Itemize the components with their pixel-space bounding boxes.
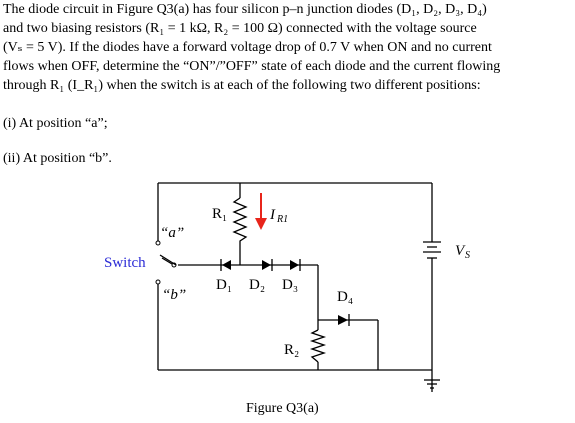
question-line-2: and two biasing resistors (R₁ = 1 kΩ, R₂… xyxy=(3,21,477,36)
diode-d1-icon xyxy=(220,259,231,271)
vs-label: V xyxy=(455,243,466,259)
ir1-label: I xyxy=(269,207,276,223)
battery-icon xyxy=(423,241,441,259)
d3-label: D₃ xyxy=(282,277,298,293)
question-line-3: (Vₛ = 5 V). If the diodes have a forward… xyxy=(3,40,492,55)
r2-resistor xyxy=(309,329,327,363)
diode-d2-icon xyxy=(262,259,273,271)
r1-label: R₁ xyxy=(212,206,227,222)
d2-label: D₂ xyxy=(249,277,265,293)
question-paragraph: The diode circuit in Figure Q3(a) has fo… xyxy=(3,0,573,95)
switch xyxy=(155,240,177,285)
d4-label: D₄ xyxy=(337,289,353,305)
ground-icon xyxy=(424,379,440,389)
switch-label: Switch xyxy=(104,255,146,271)
item-position-a: (i) At position “a”; xyxy=(3,116,108,131)
diode-d4-icon xyxy=(338,314,350,326)
diode-d3-icon xyxy=(290,259,301,271)
question-line-4: flows when OFF, determine the “ON”/”OFF”… xyxy=(3,59,501,74)
position-a-label: “a” xyxy=(160,225,184,241)
question-line-1: The diode circuit in Figure Q3(a) has fo… xyxy=(3,2,487,17)
r1-resistor xyxy=(232,197,248,245)
figure-caption: Figure Q3(a) xyxy=(246,401,319,416)
current-arrow-icon xyxy=(255,193,267,230)
position-b-label: “b” xyxy=(162,287,186,303)
vs-subscript: S xyxy=(465,250,470,261)
r2-label: R₂ xyxy=(284,342,299,358)
d1-label: D₁ xyxy=(216,277,232,293)
ir1-subscript: R1 xyxy=(276,214,288,225)
item-position-b: (ii) At position “b”. xyxy=(3,151,112,166)
question-line-5: through R₁ (I_R₁) when the switch is at … xyxy=(3,78,481,93)
